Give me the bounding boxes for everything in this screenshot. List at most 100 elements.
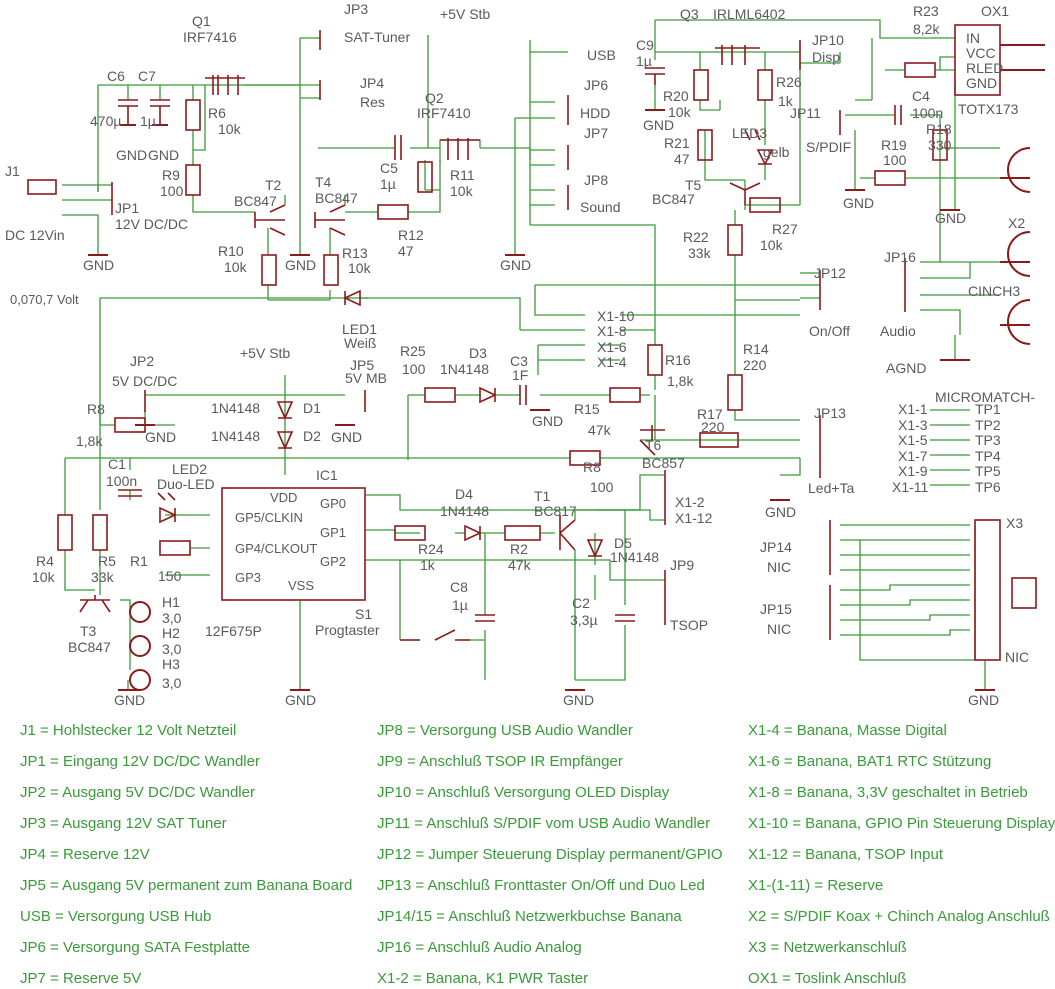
text-s1-val: Progtaster: [315, 622, 380, 638]
text-r9-val: 100: [160, 183, 184, 199]
text-jp9-ref: JP9: [670, 557, 694, 573]
text-r25-val: 100: [402, 361, 426, 377]
text-x1-8: X1-8: [597, 323, 627, 339]
text-r20-ref: R20: [663, 88, 689, 104]
text-q1-ref: Q1: [192, 13, 211, 29]
text-jp3-ref: JP3: [344, 1, 368, 17]
legend-line: X1-8 = Banana, 3,3V geschaltet in Betrie…: [748, 784, 1028, 801]
text-r15-val: 47k: [588, 422, 612, 438]
text-jp5-ref: JP5: [350, 357, 374, 373]
legend-line: JP1 = Eingang 12V DC/DC Wandler: [20, 753, 260, 770]
legend-line: JP6 = Versorgung SATA Festplatte: [20, 939, 250, 956]
text-gnd-c7: GND: [148, 147, 179, 163]
text-r10-val: 10k: [224, 259, 248, 275]
text-r8a-ref: R8: [87, 401, 105, 417]
text-c1-val: 100n: [106, 473, 137, 489]
legend-line: X3 = Netzwerkanschluß: [748, 939, 907, 956]
legend-line: JP13 = Anschluß Fronttaster On/Off und D…: [377, 877, 705, 894]
legend-line: JP4 = Reserve 12V: [20, 846, 150, 863]
text-h3: H3: [162, 656, 180, 672]
text-gnd-c3: GND: [532, 413, 563, 429]
text-gnd-ox1: GND: [935, 210, 966, 226]
text-c8-val: 1µ: [452, 597, 468, 613]
mounting-hole-h1: [129, 601, 151, 623]
text-tp2: TP2: [975, 417, 1001, 433]
legend-line: X2 = S/PDIF Koax + Chinch Analog Anschlu…: [748, 908, 1050, 925]
text-jp10-lbl: Disp: [812, 49, 840, 65]
text-jp12-lbl: On/Off: [809, 323, 850, 339]
wire-layer: [62, 19, 1000, 690]
text-t5-ref: T5: [685, 177, 702, 193]
text-jp14-lbl: NIC: [767, 559, 791, 575]
text-c6-val: 470µ: [90, 113, 121, 129]
text-jp14-ref: JP14: [760, 539, 792, 555]
text-gnd-j1: GND: [83, 257, 114, 273]
text-d2-ref: D2: [303, 428, 321, 444]
legend-line: X1-(1-11) = Reserve: [748, 877, 884, 894]
text-jp11-ref: JP11: [790, 105, 821, 121]
text-t2-ref: T2: [265, 177, 282, 193]
text-r24-ref: R24: [418, 541, 444, 557]
text-r15-ref: R15: [574, 401, 600, 417]
text-q3-val: IRLML6402: [713, 6, 786, 22]
text-x1-12: X1-12: [675, 510, 713, 526]
legend-line: JP3 = Ausgang 12V SAT Tuner: [20, 815, 227, 832]
text-jp16-lbl: Audio: [880, 323, 916, 339]
text-ic1-val: 12F675P: [205, 623, 262, 639]
text-r26-ref: R26: [776, 74, 802, 90]
text-r11-ref: R11: [450, 167, 475, 183]
text-jp11-lbl: S/PDIF: [806, 139, 851, 155]
text-r10-ref: R10: [218, 243, 244, 259]
text-ox1-ref: OX1: [981, 3, 1009, 19]
text-r8a-val: 1,8k: [76, 433, 103, 449]
text-r25-ref: R25: [400, 343, 426, 359]
text-jp1-ref: JP1: [115, 200, 139, 216]
text-d4-ref: D4: [455, 486, 473, 502]
text-r12-val: 47: [398, 243, 414, 259]
text-cinch3: CINCH3: [968, 283, 1020, 299]
text-x2-ref: X2: [1008, 215, 1025, 231]
text-tp1: TP1: [975, 401, 1001, 417]
text-r14-ref: R14: [743, 341, 769, 357]
text-d4-val: 1N4148: [440, 503, 489, 519]
text-r1-ref: R1: [130, 553, 148, 569]
text-r4-val: 10k: [32, 569, 56, 585]
text-h1v: 3,0: [162, 610, 182, 626]
text-usb-lbl: USB: [587, 47, 616, 63]
text-jp15-lbl: NIC: [767, 621, 791, 637]
text-r6-ref: R6: [208, 105, 226, 121]
component-layer: [27, 24, 1037, 661]
text-tp3: TP3: [975, 432, 1001, 448]
text-ox1-gnd: GND: [966, 75, 997, 91]
text-r16-ref: R16: [665, 352, 691, 368]
legend-line: JP12 = Jumper Steuerung Display permanen…: [377, 846, 723, 863]
text-ic-gp0: GP0: [320, 496, 346, 511]
text-h3v: 3,0: [162, 675, 182, 691]
marks-layer: [129, 44, 1045, 691]
text-jp4-lbl: Res: [360, 94, 385, 110]
text-t3-val: BC847: [68, 639, 111, 655]
text-r8b-ref: R8: [583, 459, 601, 475]
text-c4-val: 100n: [912, 105, 943, 121]
text-jp8-lbl: Sound: [580, 199, 620, 215]
text-c4-ref: C4: [912, 88, 930, 104]
text-r19-val: 100: [883, 152, 907, 168]
text-r13-ref: R13: [342, 245, 368, 261]
text-r18-val: 330: [928, 137, 952, 153]
text-c5-val: 1µ: [380, 176, 396, 192]
text-j1-ref: J1: [5, 163, 20, 179]
legend-line: X1-10 = Banana, GPIO Pin Steuerung Displ…: [748, 815, 1055, 832]
legend-line: OX1 = Toslink Anschluß: [748, 970, 907, 987]
text-jp5-lbl: 5V MB: [345, 370, 387, 386]
cinch-jack-3: [1000, 299, 1031, 345]
text-jp13-ref: JP13: [814, 405, 846, 421]
text-r12-ref: R12: [398, 227, 424, 243]
text-c3-ref: C3: [510, 353, 528, 369]
text-r27-val: 10k: [760, 237, 784, 253]
text-r11-val: 10k: [450, 183, 474, 199]
legend-line: X1-6 = Banana, BAT1 RTC Stützung: [748, 753, 992, 770]
legend-line: JP11 = Anschluß S/PDIF vom USB Audio Wan…: [377, 815, 711, 832]
legend-line: JP9 = Anschluß TSOP IR Empfänger: [377, 753, 623, 770]
text-q1-val: IRF7416: [183, 29, 237, 45]
text-tp5-x: X1-9: [898, 463, 928, 479]
